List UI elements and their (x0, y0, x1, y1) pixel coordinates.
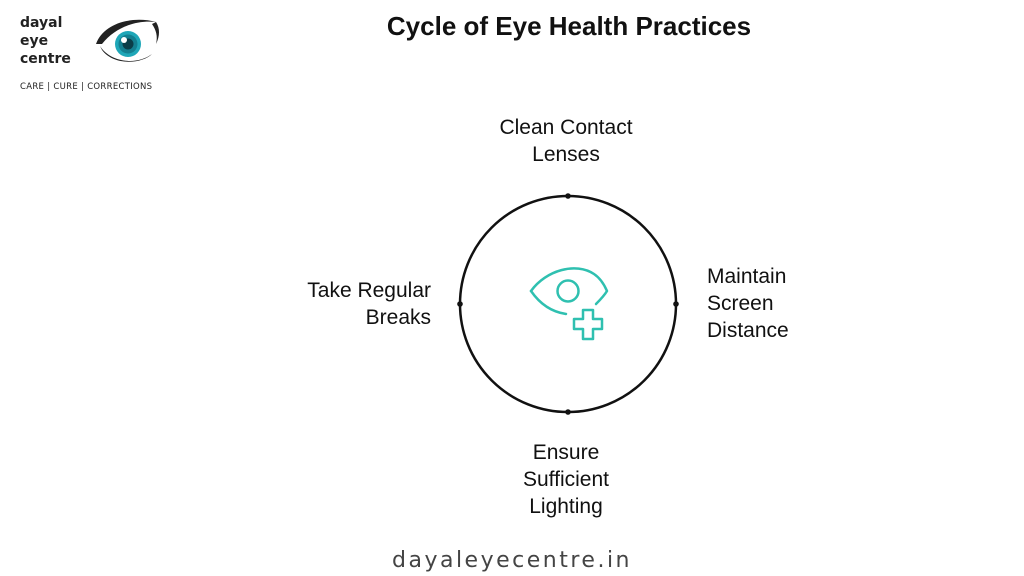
step-label-line: Clean Contact (499, 116, 633, 139)
step-label-line: Ensure (532, 441, 600, 464)
footer-website: dayaleyecentre.in (392, 548, 632, 573)
step-label-line: Maintain (707, 265, 787, 288)
step-label-line: Sufficient (523, 468, 609, 491)
logo-line: dayal (20, 15, 63, 31)
ring-marker-bottom (565, 409, 571, 415)
step-label-line: Lighting (529, 495, 603, 518)
logo-wordmark: dayal eye centre (20, 14, 90, 68)
logo-line: eye (20, 33, 49, 49)
step-ensure-sufficient-lighting: Ensure Sufficient Lighting (496, 439, 636, 520)
cycle-ring (458, 194, 678, 414)
step-label-line: Distance (707, 319, 789, 342)
step-label-line: Screen (707, 292, 774, 315)
step-maintain-screen-distance: Maintain Screen Distance (707, 263, 847, 344)
page-title: Cycle of Eye Health Practices (386, 11, 752, 41)
step-label-line: Take Regular (307, 279, 431, 302)
logo-eye-icon (96, 19, 159, 62)
brand-logo: dayal eye centre CARE | CURE | CORRECTIO… (20, 14, 170, 96)
ring-marker-right (673, 301, 679, 307)
ring-marker-top (565, 193, 571, 199)
step-clean-contact-lenses: Clean Contact Lenses (468, 114, 664, 168)
ring-marker-left (457, 301, 463, 307)
logo-tagline: CARE | CURE | CORRECTIONS (20, 82, 153, 92)
step-label-line: Breaks (365, 306, 431, 329)
step-take-regular-breaks: Take Regular Breaks (270, 277, 431, 331)
eye-with-plus-icon (529, 267, 609, 341)
step-label-line: Lenses (532, 143, 600, 166)
logo-line: centre (20, 51, 71, 67)
